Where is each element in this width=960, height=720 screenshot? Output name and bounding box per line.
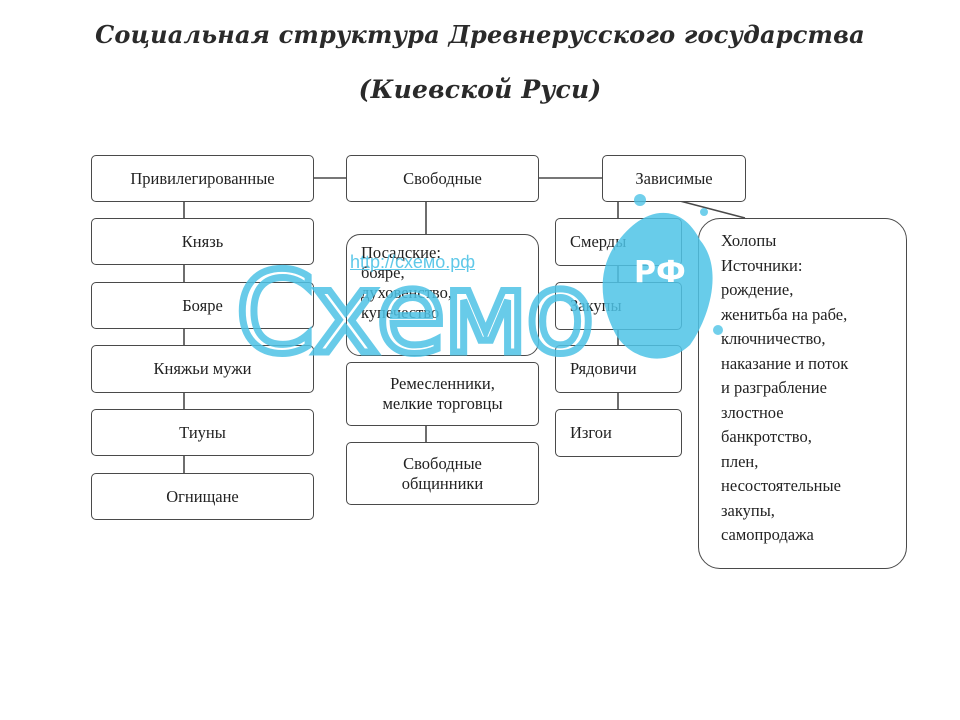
diagram-title: Социальная структура Древнерусского госу… bbox=[95, 20, 865, 49]
dependent-item-izgoi: Изгои bbox=[555, 409, 682, 457]
diagram-subtitle: (Киевской Руси) bbox=[358, 75, 602, 104]
category-free: Свободные bbox=[346, 155, 539, 202]
privileged-item-ognishchane: Огнищане bbox=[91, 473, 314, 520]
watermark-url: http://схемо.рф bbox=[350, 252, 476, 272]
free-item-community: Свободные общинники bbox=[346, 442, 539, 505]
kholopy-list: Холопы Источники: рождение, женитьба на … bbox=[721, 231, 849, 544]
free-item-posadskie: Посадские: бояре, духовенство, купечеств… bbox=[346, 234, 539, 356]
kholopy-box: Холопы Источники: рождение, женитьба на … bbox=[698, 218, 907, 569]
category-dependent: Зависимые bbox=[602, 155, 746, 202]
category-privileged: Привилегированные bbox=[91, 155, 314, 202]
kholopy-title: Холопы bbox=[721, 231, 777, 250]
dependent-item-zakupy: Закупы bbox=[555, 282, 682, 330]
free-item-craftsmen: Ремесленники, мелкие торговцы bbox=[346, 362, 539, 426]
privileged-item-tiuny: Тиуны bbox=[91, 409, 314, 456]
privileged-item-boyare: Бояре bbox=[91, 282, 314, 329]
dependent-item-ryadovichi: Рядовичи bbox=[555, 345, 682, 393]
dependent-item-smerdy: Смерды bbox=[555, 218, 682, 266]
privileged-item-knyazhi-muzhi: Княжьи мужи bbox=[91, 345, 314, 393]
privileged-item-knyaz: Князь bbox=[91, 218, 314, 265]
